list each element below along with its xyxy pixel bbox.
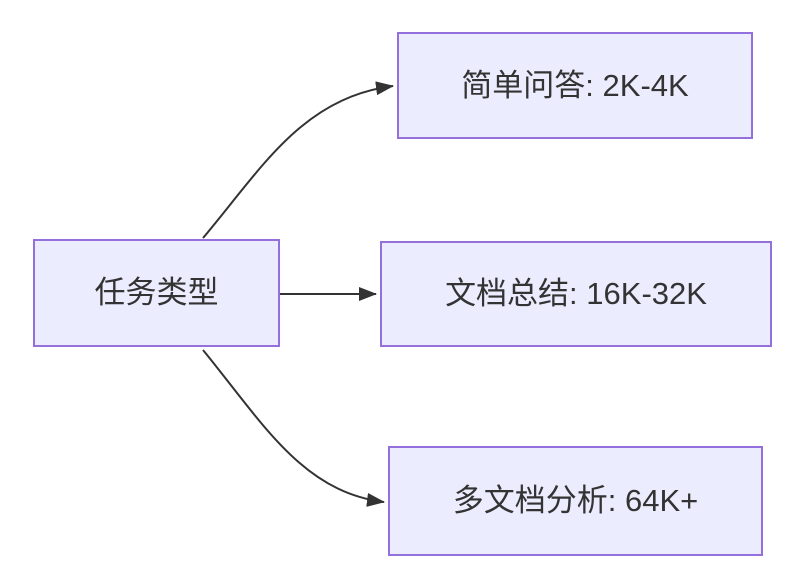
- node-multi-doc-label: 多文档分析: 64K+: [452, 483, 699, 519]
- node-doc-summary-label: 文档总结: 16K-32K: [445, 276, 707, 312]
- node-simple-qa: 简单问答: 2K-4K: [397, 32, 753, 139]
- node-doc-summary: 文档总结: 16K-32K: [380, 241, 772, 347]
- edge-task-type-to-simple-qa: [202, 81, 394, 239]
- node-multi-doc: 多文档分析: 64K+: [388, 446, 763, 556]
- node-task-type: 任务类型: [33, 239, 280, 347]
- edge-task-type-to-multi-doc: [202, 349, 385, 507]
- node-task-type-label: 任务类型: [94, 275, 219, 311]
- node-simple-qa-label: 简单问答: 2K-4K: [461, 67, 689, 103]
